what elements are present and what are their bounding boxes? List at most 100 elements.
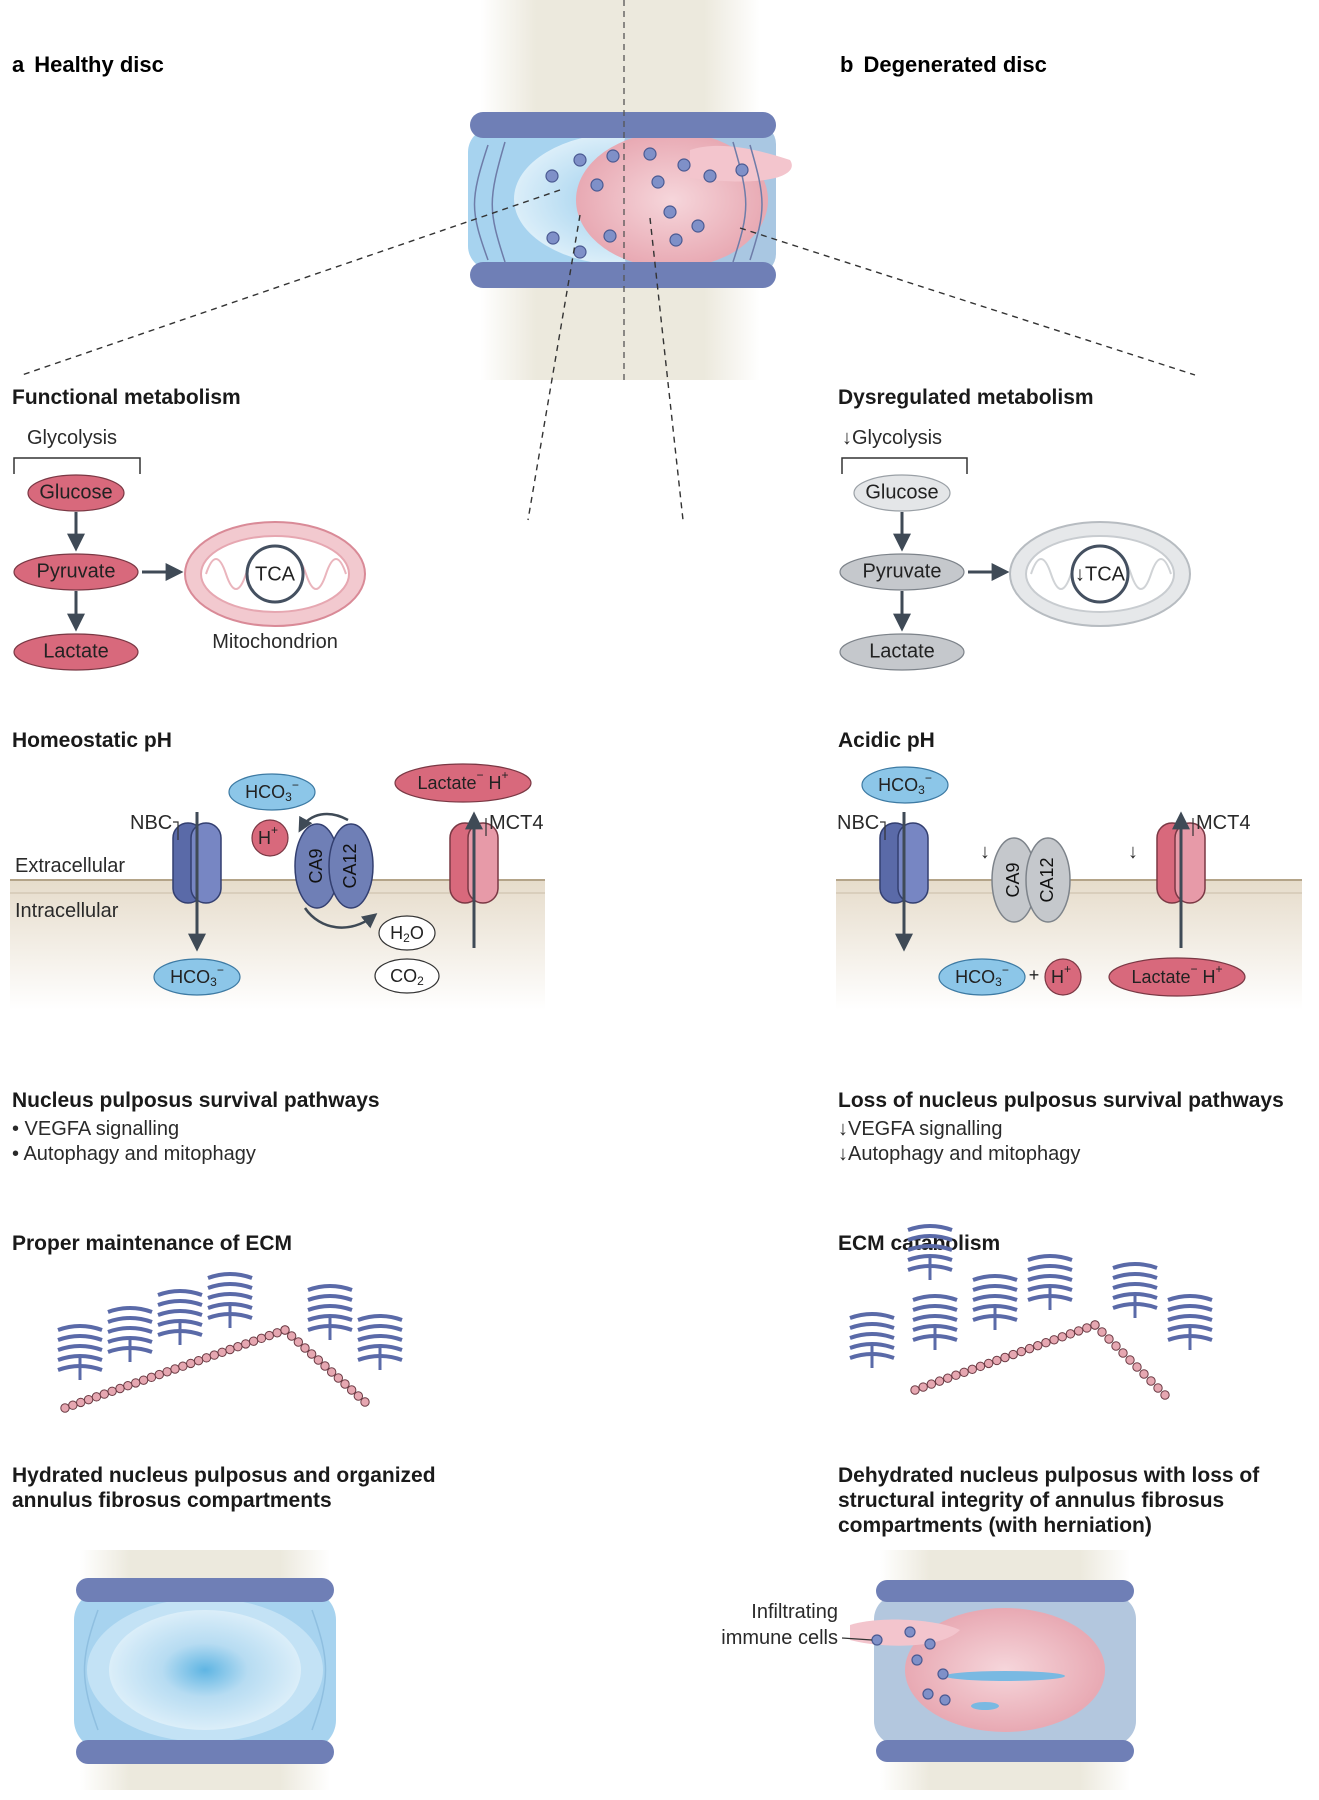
hyaluronan-bead xyxy=(1090,1320,1100,1330)
hyaluronan-bead xyxy=(1125,1355,1135,1365)
hyaluronan-bead xyxy=(360,1397,370,1407)
hyaluronan-bead xyxy=(99,1389,109,1399)
hyaluronan-bead xyxy=(138,1375,149,1385)
hyaluronan-bead xyxy=(256,1333,267,1344)
hyaluronan-bead xyxy=(286,1331,297,1341)
hyaluronan-bead xyxy=(76,1397,86,1408)
mct4-b-label: MCT4 xyxy=(1196,812,1250,834)
hyaluronan-bead xyxy=(225,1344,235,1355)
ph-a-heading: Homeostatic pH xyxy=(12,729,172,752)
hyaluronan-bead xyxy=(1033,1340,1043,1351)
hyaluronan-bead xyxy=(1139,1369,1149,1379)
top-endplate xyxy=(470,112,776,138)
hco3-int-b xyxy=(938,958,1026,996)
hyaluronan-bead xyxy=(346,1385,357,1395)
bottom-disc-degenerated: Infiltrating immune cells xyxy=(721,1550,1136,1790)
aggrecan-brush xyxy=(107,1306,153,1362)
svg-text:CA12: CA12 xyxy=(1037,857,1057,902)
hyaluronan-bead xyxy=(1082,1323,1092,1333)
bottom-a-heading-line2: annulus fibrosus compartments xyxy=(12,1489,332,1512)
co2-a xyxy=(374,958,440,994)
hyaluronan-bead xyxy=(1146,1376,1156,1386)
hyaluronan-bead xyxy=(154,1369,164,1380)
hyaluronan-bead xyxy=(975,1361,986,1372)
survival-b-item: ↓VEGFA signalling xyxy=(838,1118,1003,1140)
tca-cycle-a xyxy=(245,544,305,604)
svg-text:CO2: CO2 xyxy=(390,966,424,988)
hyaluronan-bead xyxy=(162,1367,172,1377)
hyaluronan-bead xyxy=(186,1358,196,1369)
hyaluronan-bead xyxy=(1104,1334,1114,1344)
svg-text:HCO3−: HCO3− xyxy=(170,963,224,989)
glucose-b xyxy=(853,474,951,512)
svg-text:CA9: CA9 xyxy=(1003,862,1023,897)
hyaluronan-bead xyxy=(68,1400,78,1410)
aggrecan-brush xyxy=(849,1312,895,1368)
hyaluronan-bead xyxy=(1065,1329,1076,1339)
aggrecan-brush xyxy=(1027,1254,1073,1310)
hyaluronan-bead xyxy=(123,1381,133,1391)
aggrecan-brush xyxy=(972,1274,1018,1330)
aggrecan-brush xyxy=(1112,1262,1158,1318)
hyaluronan-bead xyxy=(193,1355,204,1366)
hyaluronan-bead xyxy=(959,1367,969,1377)
hyaluronan-bead xyxy=(983,1358,994,1369)
hyaluronan-bead xyxy=(1097,1327,1107,1337)
mct4-a-label: MCT4 xyxy=(489,812,543,834)
ca12-a xyxy=(328,823,374,909)
hyaluronan-bead xyxy=(60,1403,70,1413)
hyaluronan-bead xyxy=(272,1328,282,1338)
hyaluronan-bead xyxy=(217,1347,227,1357)
hyaluronan-bead xyxy=(1000,1352,1010,1363)
hyaluronan-bead xyxy=(326,1367,337,1377)
hydrated-nucleus xyxy=(109,1610,301,1730)
svg-text:HCO3−: HCO3− xyxy=(245,778,299,804)
survival-b: Loss of nucleus pulposus survival pathwa… xyxy=(838,1089,1284,1165)
metabolism-b: Dysregulated metabolism ↓Glycolysis Gluc… xyxy=(838,386,1191,671)
survival-b-item: ↓Autophagy and mitophagy xyxy=(838,1143,1080,1165)
hco3-int-a xyxy=(153,958,241,996)
hyaluronan-bead xyxy=(1160,1390,1170,1400)
metabolism-a: Functional metabolism Glycolysis Glucose… xyxy=(12,386,366,671)
glycolysis-b-label: ↓Glycolysis xyxy=(842,427,942,449)
hyaluronan-bead xyxy=(1057,1332,1067,1342)
lactate-h-ext-a xyxy=(394,763,532,803)
svg-text:Pyruvate: Pyruvate xyxy=(37,560,116,582)
glucose-a xyxy=(27,474,125,512)
pyruvate-b xyxy=(839,553,965,591)
bottom-a-heading-line1: Hydrated nucleus pulposus and organized xyxy=(12,1464,436,1487)
hyaluronan-bead xyxy=(353,1391,364,1401)
hyaluronan-bead xyxy=(1132,1362,1142,1372)
bottom-b-heading-line2: structural integrity of annulus fibrosus xyxy=(838,1489,1224,1512)
h-ion-int-b xyxy=(1044,958,1082,996)
bottom-b-heading-line3: compartments (with herniation) xyxy=(838,1514,1152,1537)
svg-text:CA9: CA9 xyxy=(306,848,326,883)
hyaluronan-bead xyxy=(951,1370,961,1380)
aggrecan-brush xyxy=(207,1272,253,1328)
nbc-a-label: NBC xyxy=(130,812,172,834)
hyaluronan-bead xyxy=(313,1355,324,1365)
hyaluronan-bead xyxy=(178,1361,188,1371)
lactate-a xyxy=(13,633,139,671)
ph-a: Homeostatic pH Extracellular Intracellul… xyxy=(10,729,545,1010)
hyaluronan-bead xyxy=(107,1386,117,1396)
ecm-b-illustration xyxy=(849,1224,1213,1400)
hyaluronan-bead xyxy=(293,1337,304,1347)
extracellular-label: Extracellular xyxy=(15,855,125,877)
svg-text:Pyruvate: Pyruvate xyxy=(863,560,942,582)
hyaluronan-bead xyxy=(340,1379,350,1389)
immune-cells xyxy=(871,1626,951,1706)
aggrecan-brush xyxy=(157,1289,203,1345)
hyaluronan-bead xyxy=(926,1379,937,1389)
hyaluronan-bead xyxy=(306,1349,317,1359)
ecm-a-illustration xyxy=(57,1272,403,1413)
svg-text:Glucose: Glucose xyxy=(865,481,938,503)
hyaluronan-bead xyxy=(115,1383,125,1394)
hyaluronan-bead xyxy=(264,1330,274,1341)
hyaluronan-bead xyxy=(1024,1343,1035,1354)
lactate-b xyxy=(839,633,965,671)
hyaluronan-bead xyxy=(1153,1383,1163,1393)
